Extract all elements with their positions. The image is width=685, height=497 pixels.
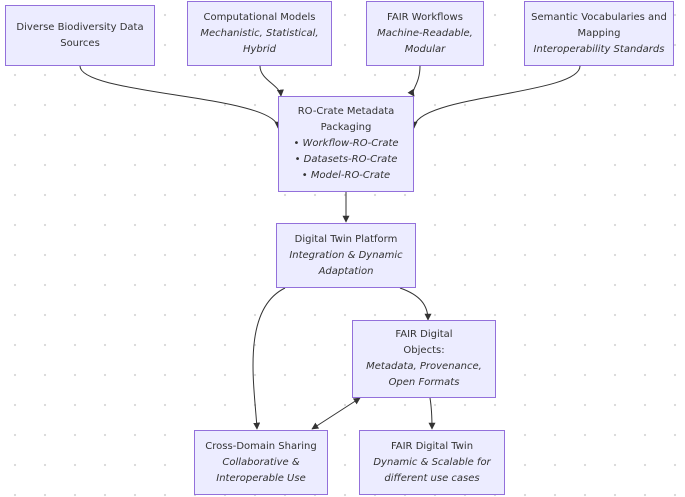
edge-platform-sharing (252, 287, 286, 430)
node-title: Digital Twin Platform (294, 233, 398, 245)
edge-models-rocrate (259, 65, 284, 97)
node-detail-line-2: Modular (404, 43, 446, 55)
node-detail-line-1: Collaborative & (222, 456, 300, 468)
node-bullet-1: • Workflow-RO-Crate (293, 138, 399, 149)
node-title: FAIR Digital Twin (390, 440, 474, 452)
node-fair-digital-twin: FAIR Digital Twin Dynamic & Scalable for… (359, 430, 505, 495)
node-title: Cross-Domain Sharing (205, 440, 317, 452)
node-bullet-3: • Model-RO-Crate (301, 170, 391, 181)
edge-vocab-rocrate (410, 65, 581, 129)
node-ro-crate-packaging: RO-Crate Metadata Packaging • Workflow-R… (278, 96, 414, 192)
node-title-line-1: Diverse Biodiversity Data (16, 21, 144, 33)
edge-platform-fdo (399, 287, 432, 321)
node-title-line-2: Mapping (577, 27, 621, 39)
node-detail-line-1: Metadata, Provenance, (366, 361, 482, 372)
edge-workflows-rocrate (407, 65, 421, 97)
node-title-line-2: Sources (60, 37, 100, 49)
node-semantic-vocabularies: Semantic Vocabularies and Mapping Intero… (524, 1, 674, 66)
node-fair-digital-objects: FAIR Digital Objects: Metadata, Provenan… (352, 320, 496, 398)
node-detail-line-1: Dynamic & Scalable for (373, 456, 491, 468)
node-title-line-1: Semantic Vocabularies and (531, 11, 667, 23)
node-detail-line-2: different use cases (384, 472, 480, 484)
node-computational-models: Computational Models Mechanistic, Statis… (187, 1, 332, 66)
edge-fdo-sharing (311, 397, 361, 430)
edge-sources-rocrate (79, 65, 282, 129)
node-cross-domain-sharing: Cross-Domain Sharing Collaborative & Int… (194, 430, 328, 495)
node-title-line-1: RO-Crate Metadata (297, 106, 395, 117)
node-data-sources: Diverse Biodiversity Data Sources (5, 5, 155, 66)
node-title: Computational Models (203, 11, 316, 23)
node-detail-line-2: Interoperable Use (216, 472, 306, 484)
node-title-line-2: Packaging (320, 122, 372, 133)
node-detail-line-2: Hybrid (242, 43, 277, 55)
node-digital-twin-platform: Digital Twin Platform Integration & Dyna… (276, 223, 416, 288)
node-title-line-2: Objects: (403, 345, 445, 356)
node-detail-line-2: Adaptation (318, 265, 374, 277)
node-detail-line-1: Mechanistic, Statistical, (200, 27, 319, 39)
edge-fdo-twin (428, 397, 436, 430)
node-detail-line-1: Integration & Dynamic (289, 249, 403, 261)
node-title-line-1: FAIR Digital (395, 329, 453, 340)
node-bullet-2: • Datasets-RO-Crate (294, 154, 398, 165)
node-detail-line-1: Interoperability Standards (533, 43, 665, 55)
node-detail-line-1: Machine-Readable, (377, 27, 473, 39)
node-fair-workflows: FAIR Workflows Machine-Readable, Modular (366, 1, 484, 66)
node-detail-line-2: Open Formats (388, 377, 460, 388)
node-title: FAIR Workflows (387, 11, 463, 23)
